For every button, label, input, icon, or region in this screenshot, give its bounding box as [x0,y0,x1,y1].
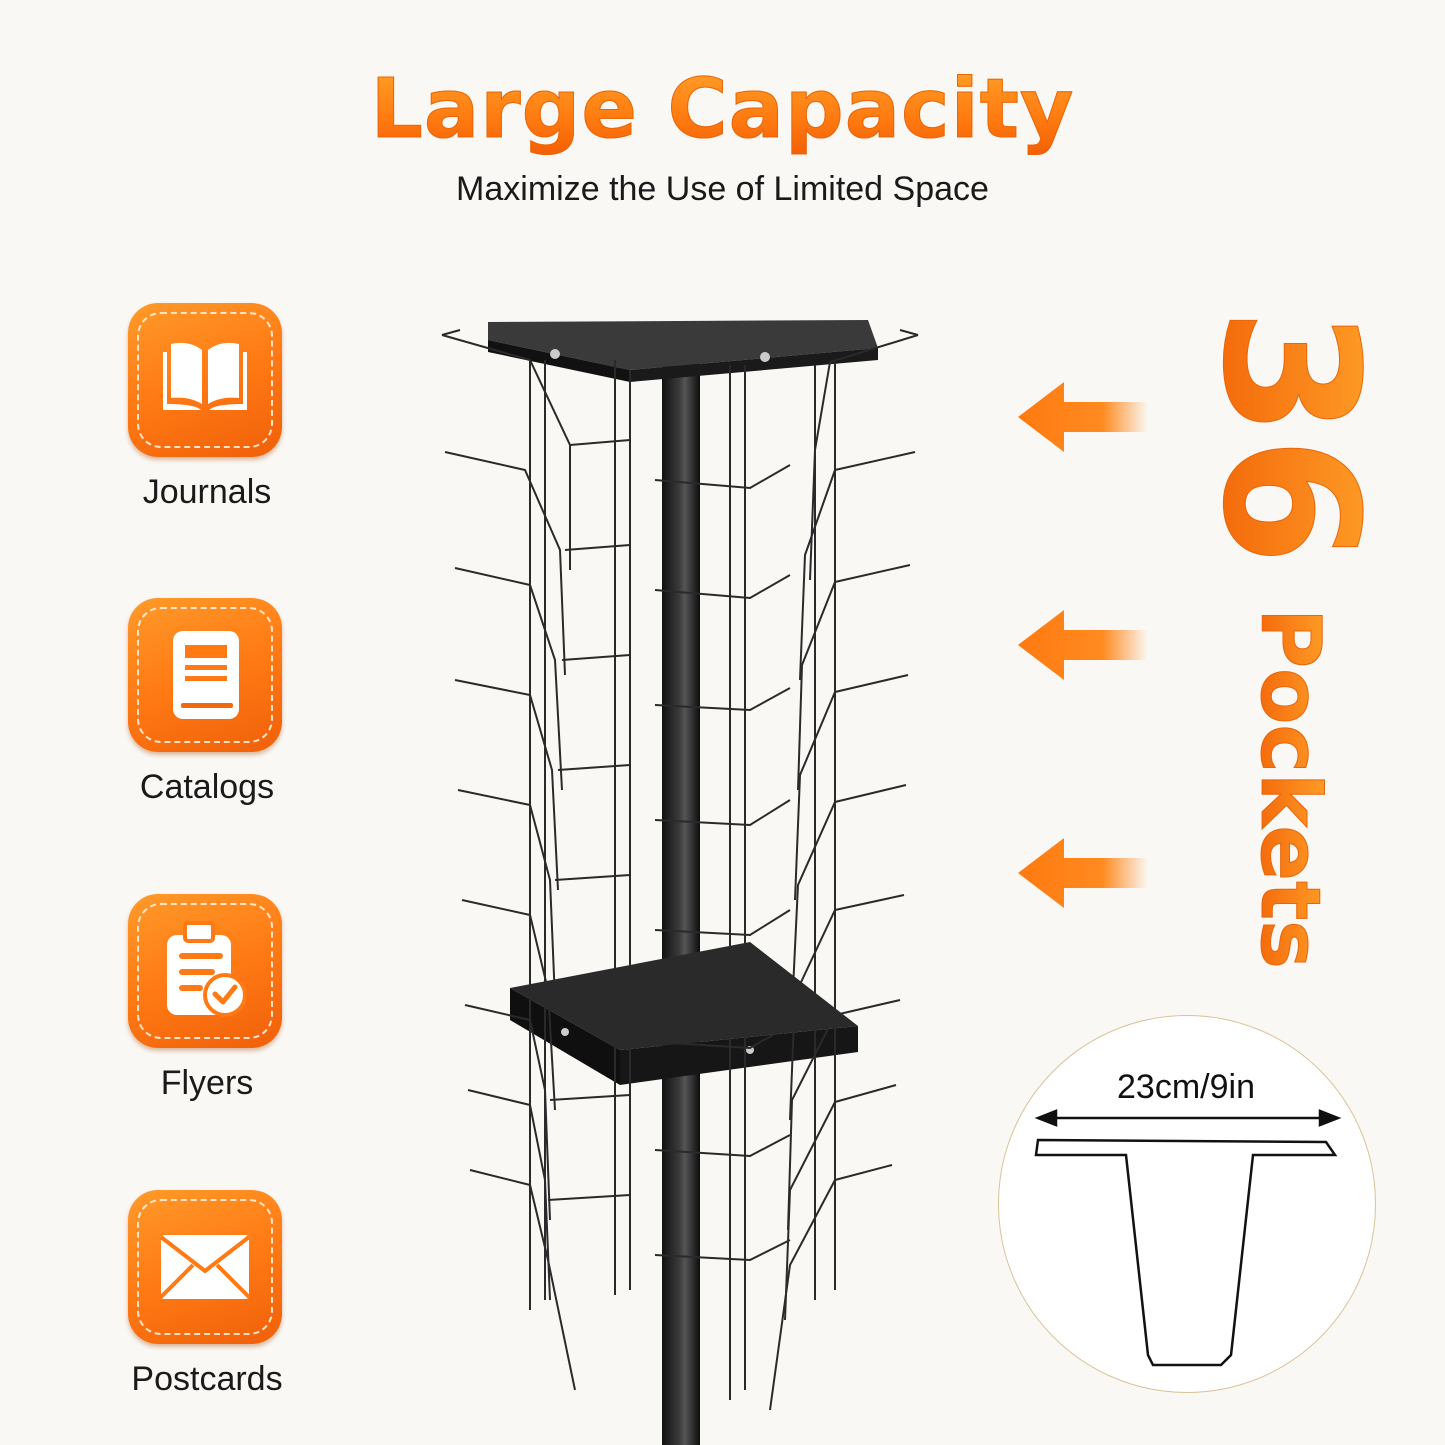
pocket-detail-circle [998,1015,1376,1393]
pocket-width-label: 23cm/9in [1117,1068,1255,1106]
arrow-left-icon [1018,382,1148,452]
envelope-icon [128,1190,282,1344]
category-flyers: Flyers [128,894,286,1103]
category-catalogs: Catalogs [128,598,286,807]
category-label: Catalogs [139,768,275,806]
category-label: Postcards [131,1360,283,1398]
category-journals: Journals [128,303,286,512]
open-book-icon [128,303,282,457]
pocket-unit-label: Pockets [1248,608,1338,970]
pocket-diagram [1034,1109,1342,1367]
catalog-document-icon [128,598,282,752]
brochure-rack-stand [441,320,919,1445]
headline-subtitle: Maximize the Use of Limited Space [456,170,989,208]
arrow-left-icon [1018,610,1148,680]
category-label: Journals [142,473,272,511]
svg-text:Pockets: Pockets [1248,608,1337,969]
clipboard-check-icon [128,894,282,1048]
svg-text:36: 36 [1216,308,1376,565]
category-label: Flyers [160,1064,254,1102]
pocket-count: 36 [1216,308,1376,566]
category-postcards: Postcards [128,1190,286,1399]
headline-title: Large Capacity [0,62,1445,158]
arrow-left-icon [1018,838,1148,908]
